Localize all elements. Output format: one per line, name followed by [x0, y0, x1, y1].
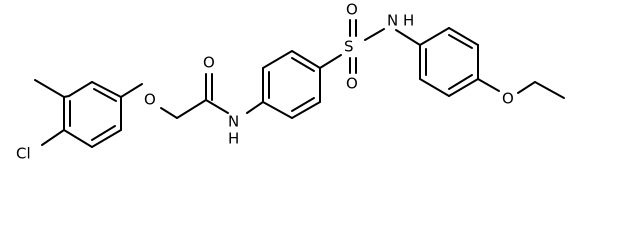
bond [176, 99, 207, 119]
chloro-bond [41, 129, 65, 146]
ring-a-chloromethylphenyl [63, 81, 122, 148]
bond-inner [93, 88, 117, 102]
bond [448, 27, 479, 46]
sulfonamide-sn-bond [364, 28, 385, 41]
bond [448, 78, 479, 97]
ethoxy-oxygen-label: O [502, 90, 514, 108]
bond-inner [448, 34, 473, 49]
ether-oxygen-label: O [144, 91, 156, 109]
chlorine-label: Cl [16, 145, 31, 163]
carbonyl-oxygen-label: O [203, 54, 215, 72]
ethyl-bond [534, 81, 565, 99]
ring-c-ethoxyphenyl [419, 27, 479, 97]
bond [419, 78, 450, 97]
bond [63, 95, 70, 98]
ether-ch2-bond [160, 107, 178, 119]
amide-cn-bond [205, 99, 229, 114]
sulfonyl-oxygen-top-label: O [346, 1, 358, 19]
ring-b-phenylene [262, 50, 321, 119]
sulfur-label: S [344, 38, 354, 56]
bond [291, 50, 321, 69]
bond [419, 27, 450, 46]
methyl-bond [34, 79, 65, 98]
sulfonamide-aryl-bond [395, 29, 421, 46]
sulfonamide-hydrogen-label: H [403, 12, 414, 30]
bond [291, 101, 321, 119]
amide-nitrogen-label: N [228, 113, 239, 131]
bond [91, 129, 122, 148]
sulfonamide-nitrogen-label: N [387, 12, 398, 30]
bond [262, 50, 293, 69]
amide-aryl-bond [246, 101, 264, 114]
bond-inner [91, 125, 116, 141]
sulfonyl-oxygen-bottom-label: O [346, 75, 358, 93]
aryl-sulfur-bond [319, 54, 342, 69]
aryl-ethoxy-bond [477, 78, 500, 92]
ethyl-bond [517, 81, 536, 94]
bond [91, 81, 122, 98]
bond-inner [291, 57, 315, 72]
chemical-structure-canvas: Cl O O N H S O O N H [16, 1, 565, 163]
bond-inner [448, 74, 473, 90]
bond [262, 101, 293, 119]
bond [63, 129, 93, 148]
amide-hydrogen-label: H [228, 130, 239, 148]
molecule-drawing: Cl O O N H S O O N H [16, 1, 565, 163]
bond-inner [291, 97, 315, 112]
aryl-ether-bond [120, 83, 143, 98]
bond [68, 81, 93, 97]
